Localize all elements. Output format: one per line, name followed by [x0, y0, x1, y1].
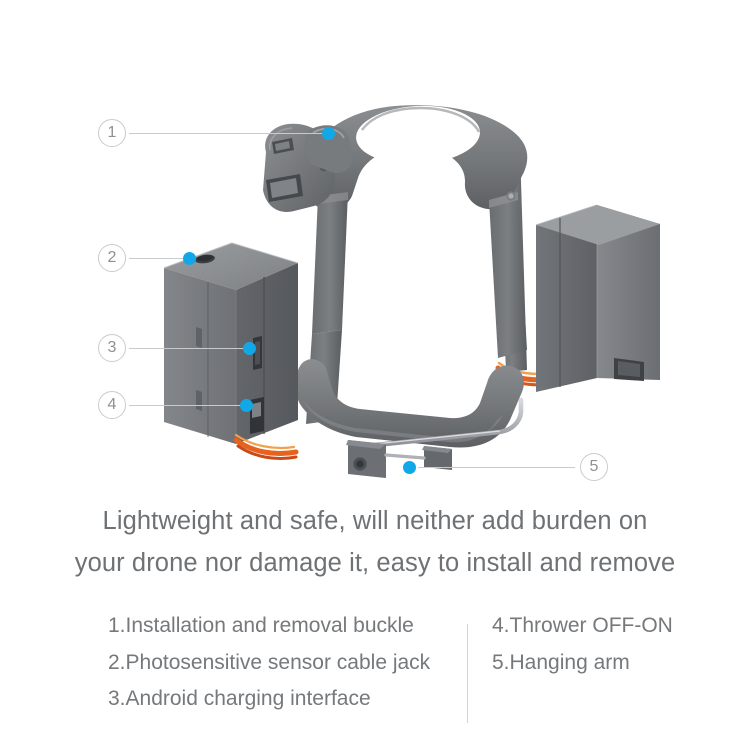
- legend-label-1: Installation and removal buckle: [125, 614, 414, 637]
- legend: 1.Installation and removal buckle 2.Phot…: [0, 608, 750, 750]
- thrower-off-on-switch: [250, 397, 264, 434]
- product-illustration: 1 2 3 4 5: [98, 105, 660, 481]
- callout-dot-3: [243, 342, 256, 355]
- legend-item-3: 3.Android charging interface: [108, 681, 458, 718]
- callout-number-5: 5: [580, 453, 608, 481]
- hanging-arm-bracket: [346, 440, 452, 478]
- caption-line-1: Lightweight and safe, will neither add b…: [102, 507, 648, 535]
- legend-item-2: 2.Photosensitive sensor cable jack: [108, 645, 458, 682]
- legend-number-2: 2.: [108, 650, 126, 674]
- callout-leader-5: [418, 467, 575, 468]
- callout-leader-1: [129, 133, 327, 134]
- legend-number-3: 3.: [108, 687, 126, 710]
- legend-divider: [467, 624, 468, 723]
- legend-number-5: 5.: [492, 650, 510, 674]
- legend-item-1: 1.Installation and removal buckle: [108, 608, 458, 645]
- callout-number-4: 4: [98, 391, 126, 419]
- callout-dot-5: [403, 461, 416, 474]
- product-caption: Lightweight and safe, will neither add b…: [0, 500, 750, 584]
- android-charging-port: [253, 336, 262, 370]
- legend-label-2: Photosensitive sensor cable jack: [125, 650, 431, 674]
- callout-leader-4: [129, 405, 243, 406]
- legend-number-1: 1.: [108, 614, 126, 637]
- callout-dot-2: [183, 252, 196, 265]
- right-module-box: [535, 204, 660, 392]
- legend-label-5: Hanging arm: [509, 650, 630, 674]
- callout-leader-3: [129, 348, 248, 349]
- frame-main-loop: [295, 105, 528, 448]
- legend-label-4: Thrower OFF-ON: [509, 614, 673, 637]
- photosensitive-sensor-jack: [195, 254, 215, 264]
- callout-dot-4: [240, 399, 253, 412]
- servo-cable-left: [233, 433, 299, 461]
- caption-line-2: your drone nor damage it, easy to instal…: [74, 549, 676, 577]
- callout-number-3: 3: [98, 334, 126, 362]
- legend-column-right: 4.Thrower OFF-ON 5.Hanging arm: [492, 608, 742, 681]
- left-module-box: [163, 242, 299, 444]
- product-render: [163, 105, 660, 478]
- legend-number-4: 4.: [492, 614, 510, 637]
- legend-label-3: Android charging interface: [125, 687, 371, 710]
- callout-number-2: 2: [98, 244, 126, 272]
- callout-dot-1: [322, 127, 335, 140]
- legend-item-4: 4.Thrower OFF-ON: [492, 608, 742, 645]
- legend-column-left: 1.Installation and removal buckle 2.Phot…: [108, 608, 458, 718]
- callout-leader-2: [129, 258, 189, 259]
- callout-number-1: 1: [98, 119, 126, 147]
- legend-item-5: 5.Hanging arm: [492, 645, 742, 682]
